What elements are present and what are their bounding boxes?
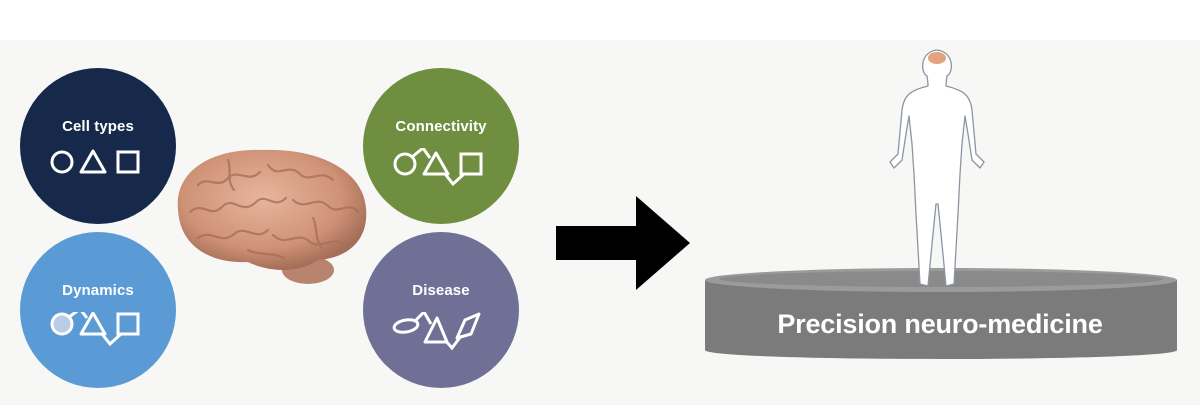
brain-image: [177, 149, 367, 284]
dynamics-label: Dynamics: [62, 282, 134, 299]
separate-shapes-icon: [50, 149, 140, 174]
connected-shapes-icon: [393, 148, 483, 187]
dynamics-circle: Dynamics: [20, 232, 176, 388]
connectivity-label: Connectivity: [395, 118, 487, 135]
brain-highlight-icon: [928, 52, 946, 64]
disease-label: Disease: [412, 282, 470, 299]
human-figure-icon: [889, 49, 985, 287]
disease-circle: Disease: [363, 232, 519, 388]
right-arrow-icon: [556, 196, 690, 290]
precision-neuro-medicine-label: Precision neuro-medicine: [777, 309, 1103, 339]
cell-types-circle: Cell types: [20, 68, 176, 224]
connectivity-circle: Connectivity: [363, 68, 519, 224]
cell-types-label: Cell types: [62, 118, 134, 135]
platform-pedestal: [705, 268, 1177, 359]
dynamic-shapes-icon: [50, 312, 140, 347]
distorted-shapes-icon: [392, 312, 481, 351]
